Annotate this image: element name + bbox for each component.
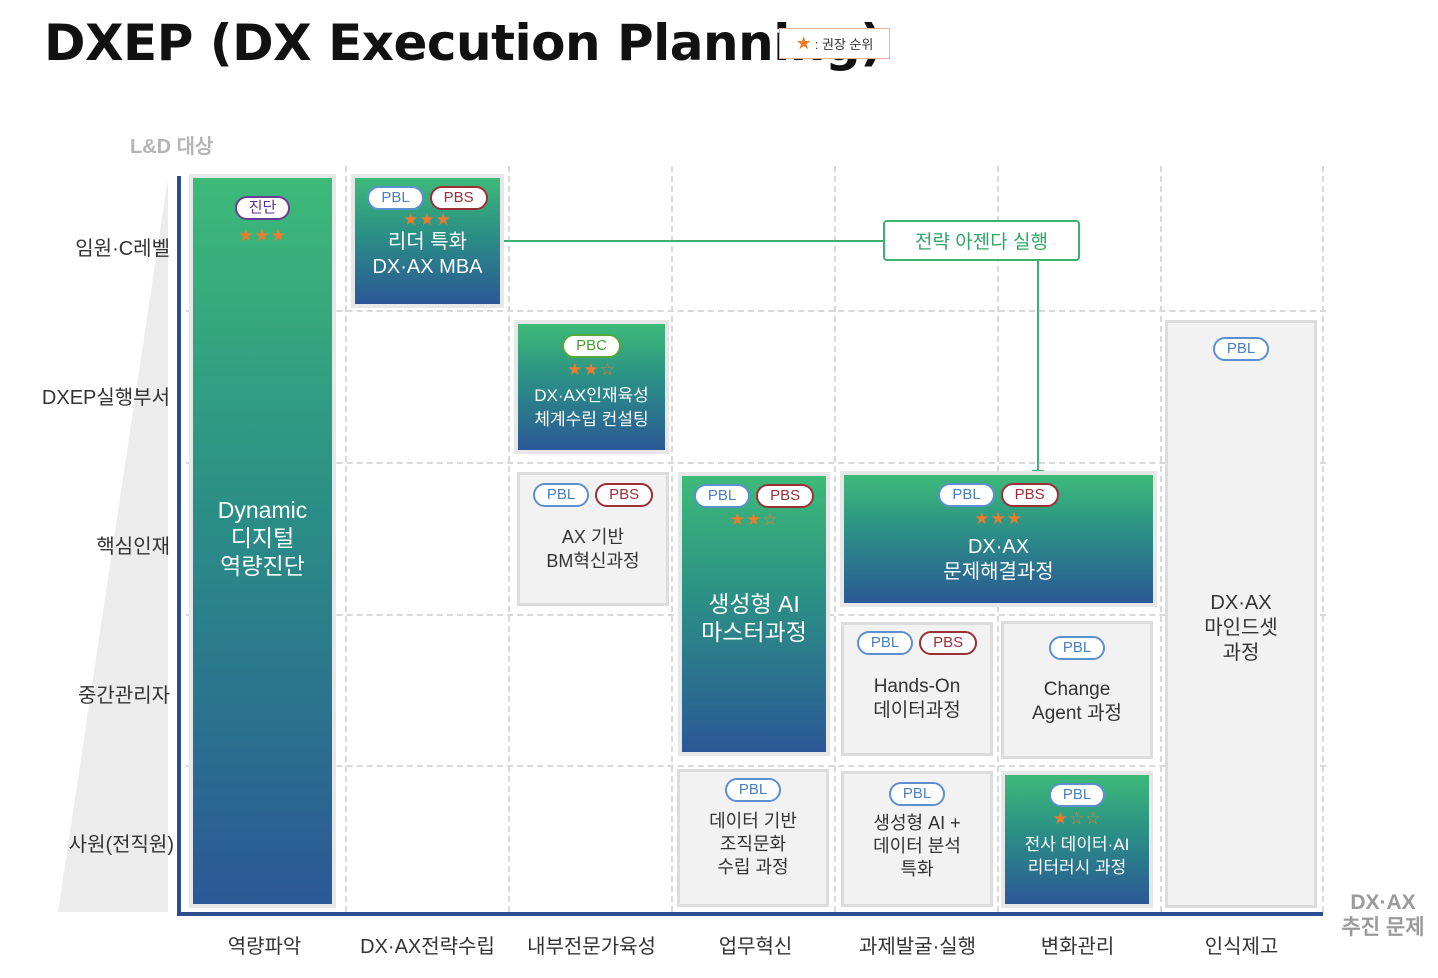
card-hands-on[interactable]: PBL PBS Hands-On 데이터과정 (841, 622, 993, 756)
card-talent-consulting[interactable]: PBC ★★☆ DX·AX인재육성 체계수립 컨설팅 (514, 320, 669, 454)
badge-pbs: PBS (1000, 483, 1059, 507)
column-label: DX·AX전략수립 (360, 936, 495, 958)
column-label: 인식제고 (1204, 936, 1279, 958)
column-label: 내부전문가육성 (527, 936, 656, 958)
card-data-ai-literacy[interactable]: PBL ★☆☆ 전사 데이터·AI 리터러시 과정 (1001, 771, 1153, 908)
rating-stars: ★★★ (974, 509, 1023, 528)
card-dynamic-diagnosis[interactable]: 진단 ★★★ Dynamic 디지털 역량진단 (189, 174, 336, 908)
card-title: 전사 데이터·AI 리터러시 과정 (1024, 835, 1130, 877)
badge-pbc: PBC (562, 334, 621, 358)
card-change-agent[interactable]: PBL Change Agent 과정 (1001, 621, 1153, 759)
card-title: 리더 특화 DX·AX MBA (372, 231, 483, 278)
badge-pbl: PBL (856, 631, 914, 655)
card-problem-solving[interactable]: PBL PBS ★★★ DX·AX 문제해결과정 (840, 471, 1157, 607)
card-data-culture[interactable]: PBL 데이터 기반 조직문화 수립 과정 (677, 769, 829, 907)
grid-line (1322, 166, 1324, 912)
row-label: 중간관리자 (78, 685, 170, 707)
column-label: 업무혁신 (718, 936, 793, 958)
card-title: 생성형 AI + 데이터 분석 특화 (873, 813, 961, 879)
x-axis (177, 912, 1323, 916)
badge-pbl: PBL (1212, 337, 1270, 361)
x-axis-label: DX·AX 추진 문제 (1334, 890, 1432, 940)
card-title: Dynamic 디지털 역량진단 (217, 497, 308, 579)
card-title: Hands-On 데이터과정 (873, 676, 961, 721)
badge-pbl: PBL (532, 483, 590, 507)
badge-pbl: PBL (724, 778, 782, 802)
rating-stars: ★★☆ (567, 360, 616, 379)
card-title: DX·AX 마인드셋 과정 (1204, 592, 1278, 664)
grid-line (834, 166, 836, 912)
row-label: 임원·C레벨 (75, 238, 170, 260)
card-title: 데이터 기반 조직문화 수립 과정 (709, 811, 797, 877)
row-label: 핵심인재 (96, 536, 170, 558)
badge-pbs: PBS (429, 186, 488, 210)
connector-line (1037, 260, 1039, 472)
badge-pbl: PBL (693, 484, 751, 508)
card-genai-master[interactable]: PBL PBS ★★☆ 생성형 AI 마스터과정 (678, 472, 830, 756)
rating-stars: ★☆☆ (1052, 809, 1102, 828)
card-title: AX 기반 BM혁신과정 (546, 527, 640, 571)
grid-line (671, 166, 673, 912)
column-label: 역량파악 (227, 936, 302, 958)
badge-pbl: PBL (367, 186, 424, 210)
badge-pbs: PBS (756, 484, 815, 508)
badge-pbl: PBL (1048, 636, 1106, 660)
rating-stars: ★★☆ (729, 510, 779, 529)
legend: ★ : 권장 순위 (779, 28, 890, 59)
badge-pbs: PBS (595, 483, 654, 507)
card-ax-bm[interactable]: PBL PBS AX 기반 BM혁신과정 (517, 472, 669, 606)
x-axis-label-line: 추진 문제 (1341, 916, 1425, 939)
grid-line (186, 310, 1326, 312)
column-label: 변화관리 (1040, 936, 1115, 958)
grid-line (186, 765, 1326, 767)
badge-pbl: PBL (1048, 783, 1106, 807)
badge-pbl: PBL (888, 782, 946, 806)
card-leader-mba[interactable]: PBL PBS ★★★ 리더 특화 DX·AX MBA (351, 174, 504, 308)
legend-label: : 권장 순위 (814, 37, 874, 52)
badge-pbl: PBL (938, 483, 995, 507)
rating-stars: ★★★ (238, 226, 287, 245)
card-title: 생성형 AI 마스터과정 (701, 591, 807, 645)
card-mindset[interactable]: PBL DX·AX 마인드셋 과정 (1165, 320, 1317, 908)
badge-diagnosis: 진단 (234, 196, 291, 220)
strategy-agenda-callout: 전략 아젠다 실행 (883, 220, 1080, 261)
card-title: DX·AX인재육성 체계수립 컨설팅 (534, 386, 649, 429)
grid-line (186, 462, 1326, 464)
grid-line (508, 166, 510, 912)
y-axis-label: L&D 대상 (130, 136, 214, 158)
card-genai-analysis[interactable]: PBL 생성형 AI + 데이터 분석 특화 (841, 771, 993, 907)
star-icon: ★ (795, 33, 812, 53)
page-title: DXEP (DX Execution Planning) (44, 14, 883, 72)
x-axis-label-line: DX·AX (1350, 891, 1416, 914)
rating-stars: ★★★ (403, 210, 452, 229)
y-axis (177, 176, 181, 916)
grid-line (1160, 166, 1162, 912)
badge-pbs: PBS (919, 631, 978, 655)
grid-line (345, 166, 347, 912)
column-label: 과제발굴·실행 (858, 936, 977, 958)
connector-line (502, 240, 884, 242)
card-title: Change Agent 과정 (1032, 679, 1122, 724)
row-label: 사원(전직원) (68, 834, 174, 856)
row-label: DXEP실행부서 (41, 387, 170, 409)
card-title: DX·AX 문제해결과정 (943, 536, 1054, 583)
